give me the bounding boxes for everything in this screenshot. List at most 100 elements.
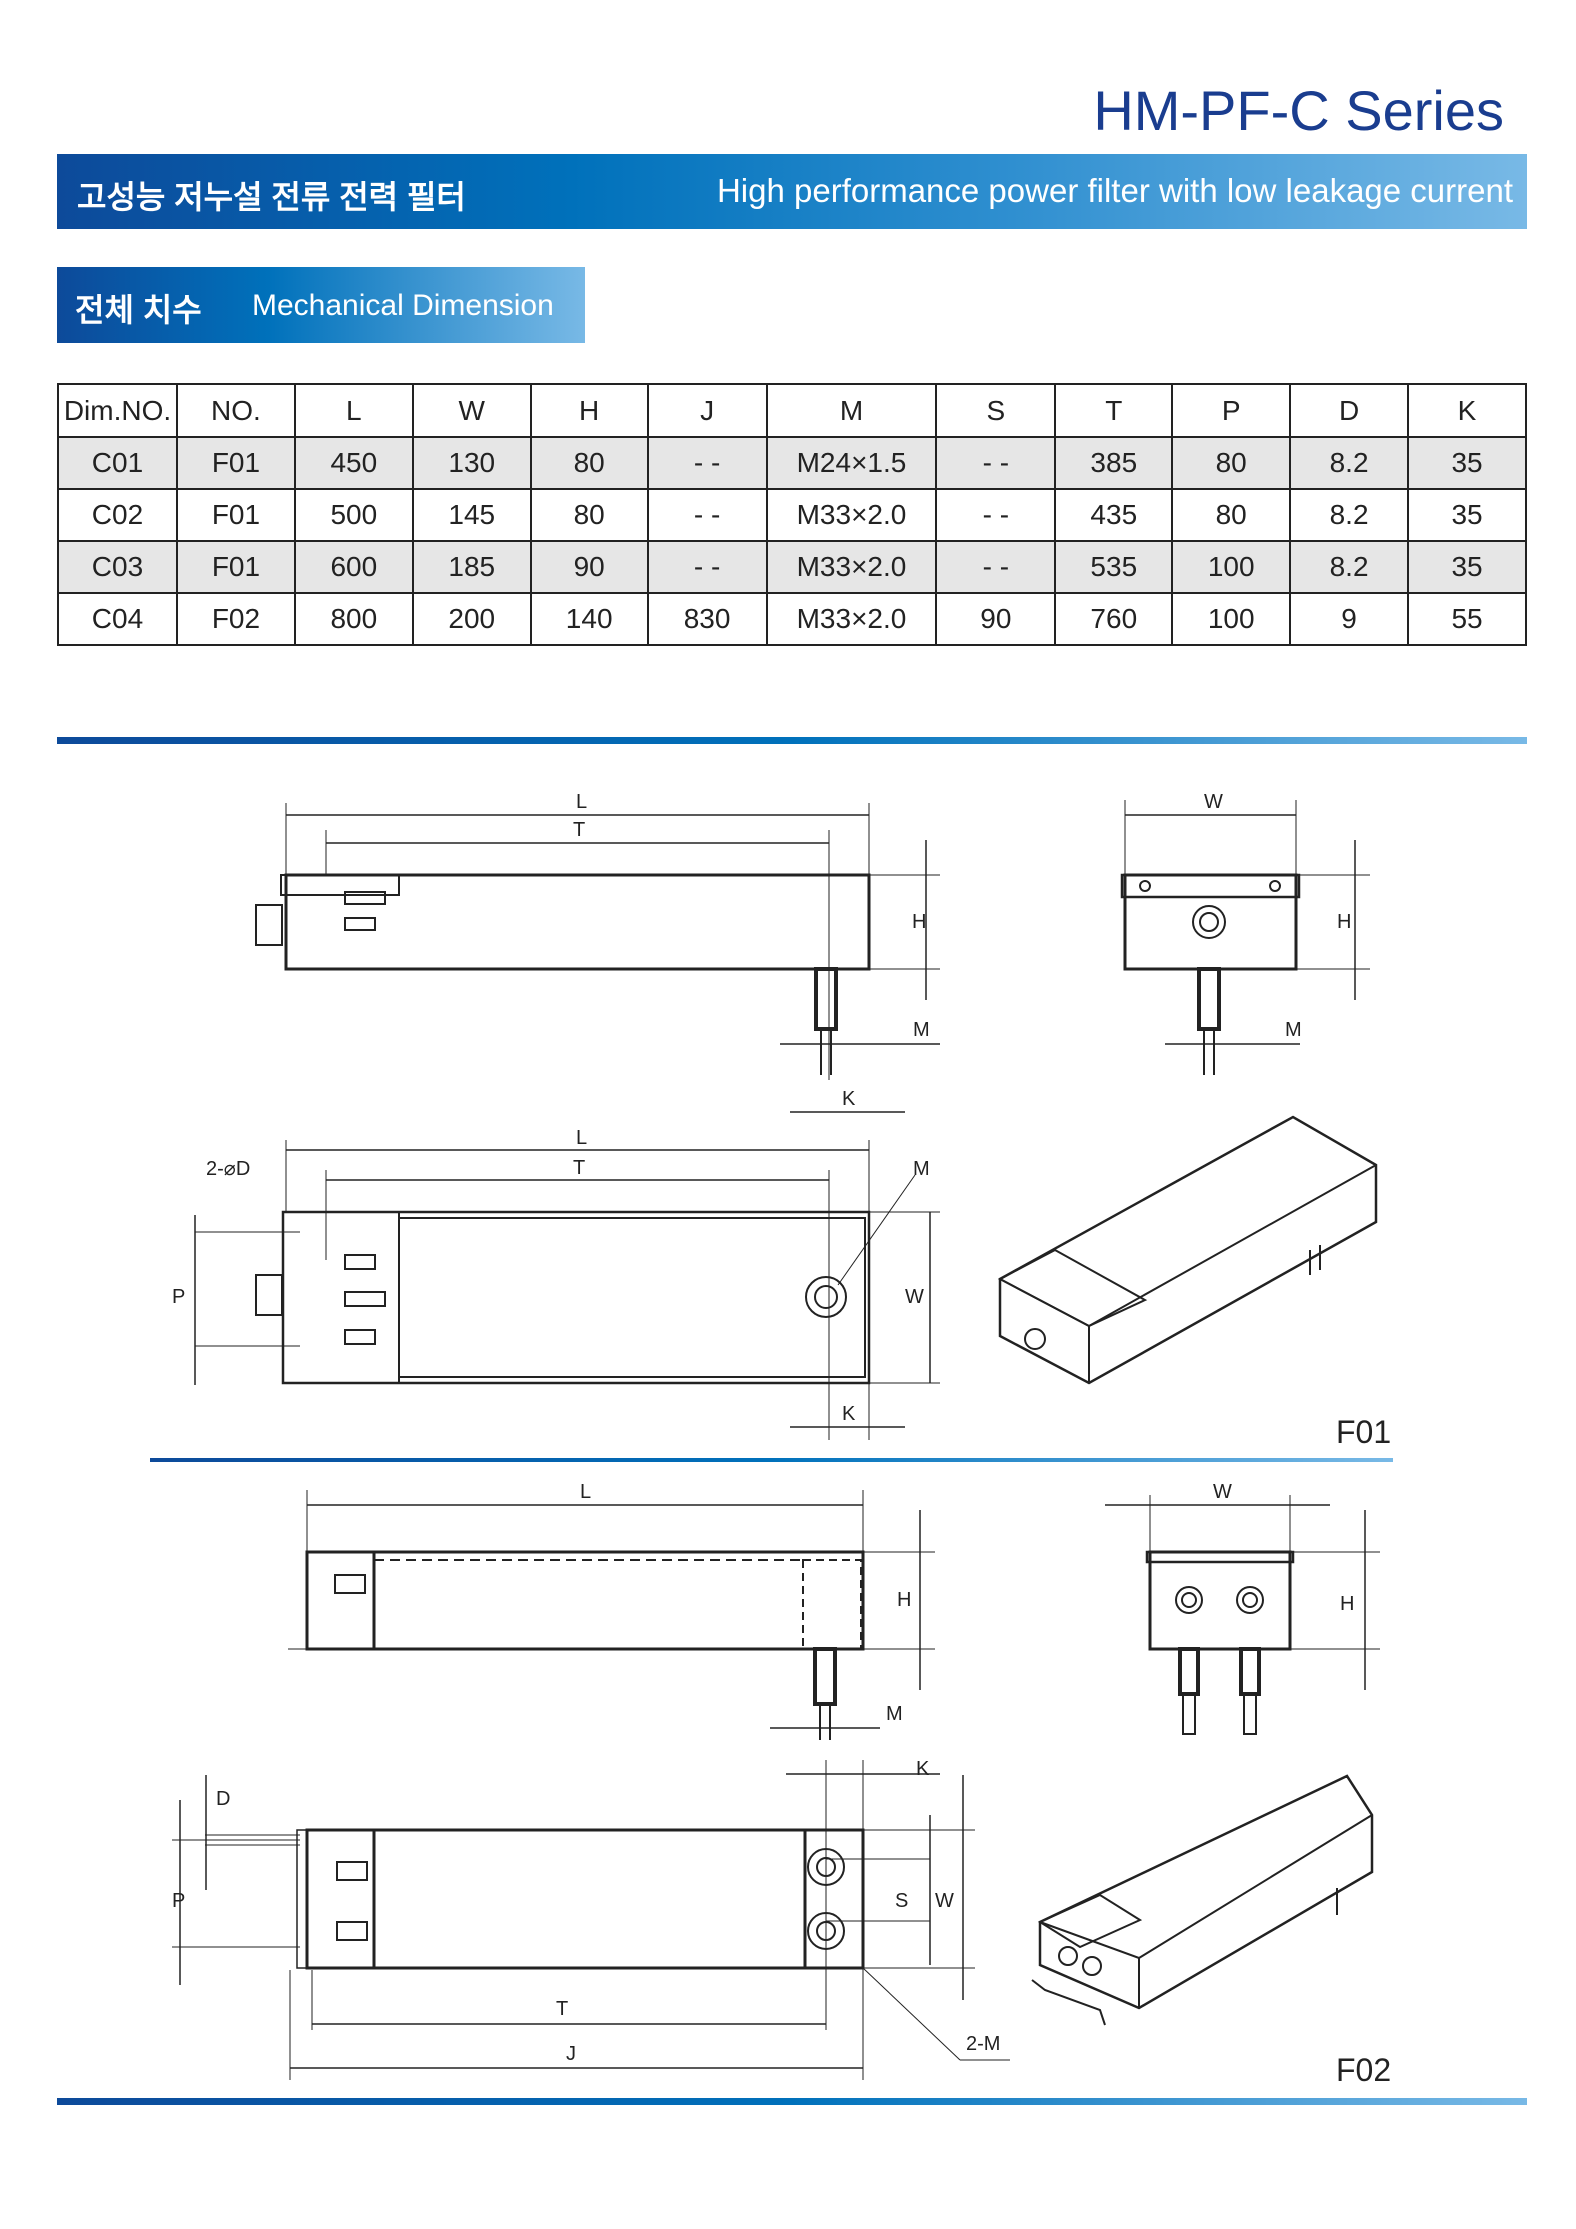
f02-label-2m: 2-M [966,2033,1000,2055]
f02-label-l: L [580,1481,591,1503]
top-label-w: W [905,1286,924,1308]
table-cell: - - [646,436,768,490]
table-cell: F01 [175,488,296,542]
column-header: L [293,383,414,438]
column-header: NO. [175,383,296,438]
table-cell: 80 [1171,488,1292,542]
dim-label-l: L [576,791,587,813]
f02-label-t: T [556,1998,568,2020]
table-cell: - - [935,488,1057,542]
section-title-ko: 전체 치수 [75,292,202,328]
column-header: P [1171,383,1292,438]
table-cell: 8.2 [1289,540,1410,594]
dim-label-h: H [912,911,926,933]
table-cell: 90 [935,592,1057,646]
table-cell: C03 [57,540,178,594]
column-header: T [1054,383,1174,438]
table-cell: C04 [57,592,178,646]
table-cell: 450 [293,436,414,490]
table-cell: 9 [1289,592,1410,646]
table-cell: 385 [1054,436,1174,490]
table-cell: F01 [175,540,296,594]
dim-label-t: T [573,819,585,841]
top-label-m: M [913,1158,930,1180]
subtitle-ko: 고성능 저누설 전류 전력 필터 [77,179,466,215]
table-cell: 35 [1407,540,1527,594]
table-cell: M33×2.0 [765,592,938,646]
top-label-p: P [172,1286,185,1308]
table-cell: - - [646,488,768,542]
table-cell: M33×2.0 [765,540,938,594]
top-label-t: T [573,1157,585,1179]
title-band: 고성능 저누설 전류 전력 필터 High performance power … [57,154,1527,229]
f02-label-s: S [895,1890,908,1912]
end-label-h: H [1337,911,1351,933]
table-cell: 35 [1407,488,1527,542]
table-cell: 535 [1054,540,1174,594]
f02-isometric-view [1031,1774,1374,2026]
end-label-w: W [1204,791,1223,813]
table-cell: 80 [529,488,649,542]
f02-label-d: D [216,1788,230,1810]
table-cell: 100 [1171,592,1292,646]
table-cell: 500 [293,488,414,542]
table-cell: F01 [175,436,296,490]
table-cell: 130 [411,436,532,490]
table-cell: 140 [529,592,649,646]
f02-label: F02 [1336,2052,1391,2088]
table-cell: 760 [1054,592,1174,646]
f01-side-view: L T H M K [255,791,940,1113]
f02-end-label-h: H [1340,1593,1354,1615]
dim-label-k: K [842,1088,856,1110]
table-cell: 185 [411,540,532,594]
dim-label-m: M [913,1019,930,1041]
table-cell: 830 [646,592,768,646]
column-header: D [1289,383,1410,438]
f02-end-view: W H [1105,1481,1380,1735]
end-label-m: M [1285,1019,1302,1041]
table-cell: 55 [1407,592,1527,646]
f01-end-view: W H M [1120,791,1370,1075]
f02-label-k: K [916,1758,930,1780]
series-title: HM-PF-C Series [1093,79,1504,142]
f01-isometric-view [997,1115,1378,1385]
top-label-2d: 2-⌀D [206,1158,250,1180]
table-cell: 600 [293,540,414,594]
f01-top-view: L T 2-⌀D P M W K [172,1127,940,1440]
f02-label-w: W [935,1890,954,1912]
table-cell: 435 [1054,488,1174,542]
table-cell: C01 [57,436,178,490]
table-cell: 200 [411,592,532,646]
f02-label-h: H [897,1589,911,1611]
f02-label-m: M [886,1703,903,1725]
column-header: M [765,383,938,438]
column-header: S [935,383,1057,438]
column-header: H [529,383,649,438]
table-cell: - - [935,540,1057,594]
column-header: J [646,383,768,438]
f02-label-p: P [172,1890,185,1912]
table-cell: 8.2 [1289,436,1410,490]
table-cell: 80 [1171,436,1292,490]
divider-top [57,737,1527,744]
column-header: Dim.NO. [57,383,178,438]
column-header: K [1407,383,1527,438]
table-cell: 90 [529,540,649,594]
table-cell: 145 [411,488,532,542]
section-band: 전체 치수 Mechanical Dimension [57,267,585,343]
table-cell: 35 [1407,436,1527,490]
table-cell: C02 [57,488,178,542]
divider-middle [150,1458,1393,1462]
table-cell: F02 [175,592,296,646]
f02-side-view: L H M [288,1481,935,1740]
f02-end-label-w: W [1213,1481,1232,1503]
f02-label-j: J [566,2043,576,2065]
table-cell: 800 [293,592,414,646]
top-label-l: L [576,1127,587,1149]
